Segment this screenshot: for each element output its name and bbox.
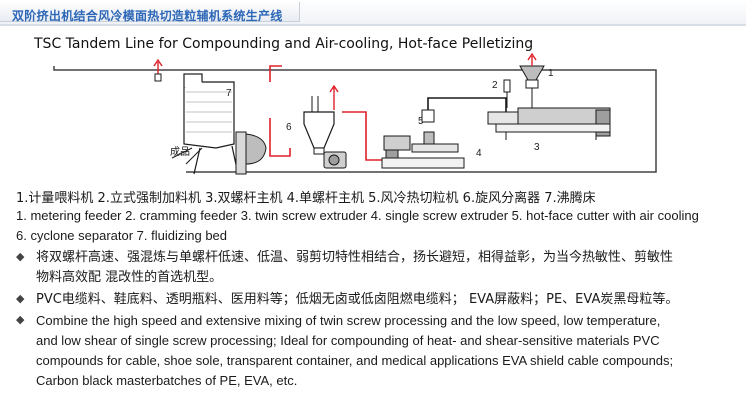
label-product: 成品 <box>170 146 190 158</box>
metering-feeder <box>519 52 545 89</box>
frame-line <box>53 66 657 173</box>
bullet-3-line-1: Combine the high speed and extensive mix… <box>36 313 661 328</box>
header-bar: 双阶挤出机结合风冷模面热切造粒辅机系统生产线 <box>0 0 746 26</box>
twin-screw-extruder <box>487 107 611 140</box>
label-6: 6 <box>286 122 292 133</box>
label-5: 5 <box>418 116 424 127</box>
header-divider <box>0 24 746 26</box>
bullet-2-text: PVC电缆料、鞋底料、透明瓶料、医用料等；低烟无卤或低卤阻燃电缆料； EVA屏蔽… <box>36 292 679 307</box>
legend-english-line1: 1. metering feeder 2. cramming feeder 3.… <box>16 208 699 223</box>
bullet-item-3: ◆ Combine the high speed and extensive m… <box>16 311 716 391</box>
bullet-diamond-icon: ◆ <box>16 250 25 263</box>
label-7: 7 <box>226 88 232 99</box>
fluidizing-bed <box>171 73 267 175</box>
bullet-diamond-icon: ◆ <box>16 292 25 305</box>
pipe-red-1 <box>269 65 291 157</box>
label-1: 1 <box>548 68 554 79</box>
bullet-item-1: ◆ 将双螺杆高速、强混炼与单螺杆低速、低温、弱剪切特性相结合，扬长避短，相得益彰… <box>16 248 716 288</box>
legend-chinese: 1.计量喂料机 2.立式强制加料机 3.双螺杆主机 4.单螺杆主机 5.风冷热切… <box>16 191 596 206</box>
label-4: 4 <box>476 148 482 159</box>
cramming-feeder <box>503 79 533 108</box>
vent-cap-1 <box>154 73 162 82</box>
production-line-diagram: 7 成品 6 5 4 <box>36 52 696 182</box>
legend-english-line2: 6. cyclone separator 7. fluidizing bed <box>16 228 228 243</box>
single-screw-extruder <box>381 131 465 169</box>
bullet-3-line-3: compounds for cable, shoe sole, transpar… <box>36 353 674 368</box>
pipe-joint <box>421 109 435 123</box>
subtitle: TSC Tandem Line for Compounding and Air-… <box>34 36 534 52</box>
label-2: 2 <box>492 80 498 91</box>
pipe-red-2 <box>342 111 382 161</box>
bullet-item-2: ◆ PVC电缆料、鞋底料、透明瓶料、医用料等；低烟无卤或低卤阻燃电缆料； EVA… <box>16 290 716 310</box>
bullet-3-line-2: and low shear of single screw processing… <box>36 333 660 348</box>
label-3: 3 <box>534 142 540 153</box>
bullet-3-line-4: Carbon black masterbatches of PE, EVA, e… <box>36 373 298 388</box>
header-tab: 双阶挤出机结合风冷模面热切造粒辅机系统生产线 <box>0 2 300 23</box>
bullet-diamond-icon: ◆ <box>16 313 25 326</box>
diagram-svg: 7 成品 6 5 4 <box>53 52 657 175</box>
bullet-1-line-2: 物料高效配 混改性的首选机型。 <box>36 270 223 285</box>
page-title: 双阶挤出机结合风冷模面热切造粒辅机系统生产线 <box>12 9 283 23</box>
pipe-black <box>427 97 507 114</box>
cyclone-separator <box>303 84 347 169</box>
bullet-1-line-1: 将双螺杆高速、强混炼与单螺杆低速、低温、弱剪切特性相结合，扬长避短，相得益彰，为… <box>36 250 674 265</box>
